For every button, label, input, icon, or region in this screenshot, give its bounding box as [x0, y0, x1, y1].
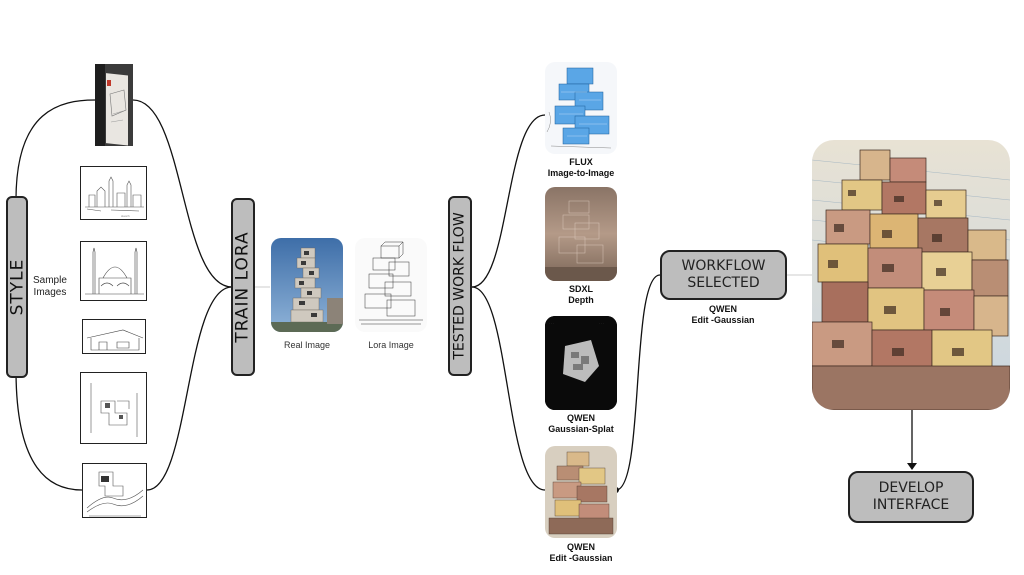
style-node[interactable]: STYLE: [6, 196, 28, 378]
connector-style-bottom: [15, 369, 83, 491]
sample-image-photo: [95, 64, 133, 146]
style-node-label: STYLE: [7, 258, 27, 316]
sample-image-site-plan: [82, 463, 147, 518]
connector-style-top: [15, 99, 96, 201]
svg-text:sketch: sketch: [121, 214, 130, 218]
train-lora-node[interactable]: TRAIN LORA: [231, 198, 255, 376]
connector-tested-qwen-edit: [471, 286, 546, 491]
sample-images-label: Sample Images: [33, 275, 67, 298]
train-lora-node-label: TRAIN LORA: [233, 231, 253, 343]
svg-text:· · ·: · · ·: [549, 321, 554, 325]
workflow-selected-node[interactable]: WORKFLOW SELECTED: [660, 250, 787, 300]
tested-workflow-node-label: TESTED WORK FLOW: [452, 212, 469, 360]
connector-sample-top-lora: [132, 99, 233, 288]
arrowhead-develop: [907, 463, 917, 470]
real-image-label: Real Image: [283, 340, 331, 350]
svg-text:· · ·: · · ·: [599, 321, 604, 325]
workflow-image-sdxl: [545, 187, 617, 281]
sample-image-mosque-elevation: [80, 241, 147, 301]
sample-image-skyline-sketch: sketch: [80, 166, 147, 220]
sample-image-house-sketch: [82, 319, 146, 354]
develop-interface-line1: DEVELOP: [878, 480, 944, 496]
workflow-image-flux: [545, 62, 617, 154]
connector-tested-flux: [471, 114, 546, 288]
workflow-selected-line2: SELECTED: [687, 275, 760, 291]
tested-workflow-node[interactable]: TESTED WORK FLOW: [448, 196, 472, 376]
connector-qwen-selected: [615, 274, 661, 491]
sample-image-floor-plan: [80, 372, 147, 444]
lora-image-label: Lora Image: [368, 340, 414, 350]
workflow-selected-line1: WORKFLOW: [681, 258, 766, 274]
workflow-image-qwen-edit: [545, 446, 617, 538]
develop-interface-node[interactable]: DEVELOP INTERFACE: [848, 471, 974, 523]
connector-sample-bottom-lora: [146, 286, 233, 491]
develop-interface-line2: INTERFACE: [872, 497, 950, 513]
final-generated-image: [812, 140, 1010, 410]
real-image-photo: [271, 238, 343, 332]
lora-image-sketch: [355, 238, 427, 332]
workflow-image-qwen-splat: · · · · · ·: [545, 316, 617, 410]
